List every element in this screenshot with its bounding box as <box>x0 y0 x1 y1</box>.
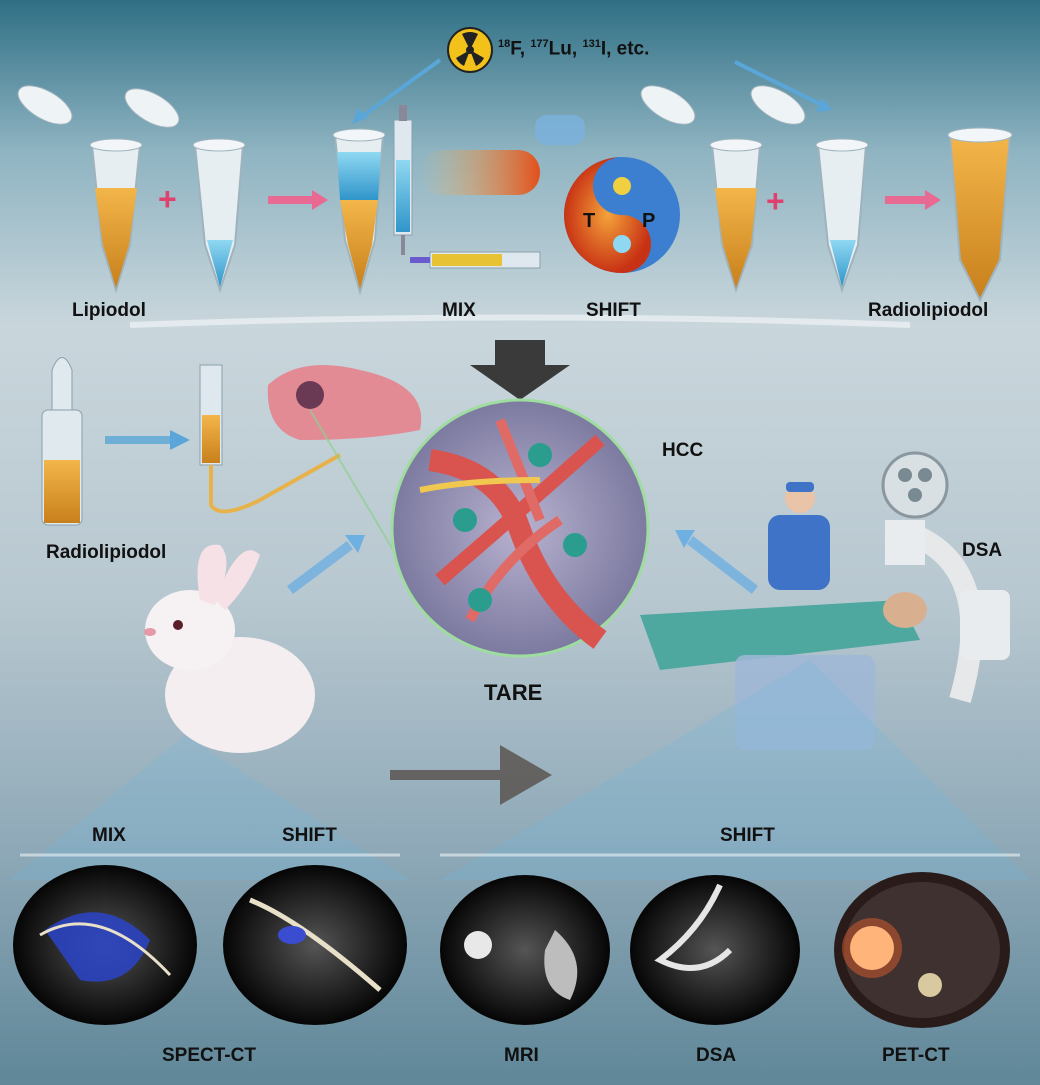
label-dsa-equipment: DSA <box>962 540 1003 561</box>
syringe-vertical <box>393 105 413 255</box>
label-mix-top: MIX <box>442 300 476 321</box>
label-radiolipiodol-left: Radiolipiodol <box>46 542 167 563</box>
label-shift-bottom-right: SHIFT <box>720 825 775 846</box>
label-dsa-scan: DSA <box>696 1045 737 1066</box>
label-mix-bottom: MIX <box>92 825 126 846</box>
isotope-list: 18F, 177Lu, 131I, etc. <box>498 38 650 60</box>
patient-imaging-cone <box>440 660 1030 880</box>
spect-ct-mix-scan <box>13 865 197 1025</box>
label-yinyang-t: T <box>583 210 596 232</box>
dsa-scan <box>630 875 800 1025</box>
label-mri: MRI <box>504 1045 539 1066</box>
lipiodol-tube-2 <box>640 85 763 294</box>
tumor-magnified-view <box>309 398 650 658</box>
rabbit-imaging-cone <box>10 735 410 880</box>
label-yinyang-p: P <box>642 210 656 232</box>
label-shift-bottom-left: SHIFT <box>282 825 337 846</box>
label-hcc: HCC <box>662 440 704 461</box>
aqueous-tube <box>124 88 246 294</box>
radiation-icon <box>447 27 493 73</box>
syringe-horizontal <box>410 251 541 269</box>
lipiodol-tube <box>17 85 143 294</box>
spect-ct-shift-scan <box>223 865 407 1025</box>
pet-ct-scan <box>834 872 1010 1028</box>
syringe-radiolipiodol <box>199 364 341 514</box>
label-radiolipiodol-top: Radiolipiodol <box>868 300 989 321</box>
label-shift-top: SHIFT <box>586 300 641 321</box>
label-spect-ct: SPECT-CT <box>162 1045 256 1066</box>
surgeon <box>768 482 830 590</box>
rabbit <box>144 544 315 753</box>
label-pet-ct: PET-CT <box>882 1045 950 1066</box>
fire-blast <box>420 150 540 195</box>
radiolipiodol-ampoule <box>41 357 83 526</box>
liver <box>267 365 422 440</box>
svg-text:+: + <box>766 183 785 219</box>
ice-blast <box>535 115 585 145</box>
radiolipiodol-tube <box>947 127 1013 303</box>
mixed-tube <box>332 128 386 296</box>
patient-table <box>640 592 927 750</box>
mri-scan <box>440 875 610 1025</box>
aqueous-tube-2 <box>750 85 869 294</box>
surgical-lamp <box>881 451 949 519</box>
down-arrow <box>470 340 570 400</box>
right-arrow <box>390 745 552 805</box>
label-tare: TARE <box>484 680 543 705</box>
label-lipiodol: Lipiodol <box>72 300 146 321</box>
svg-text:+: + <box>158 181 177 217</box>
c-arm-dsa <box>885 519 1010 704</box>
yin-yang-temp-pressure <box>564 157 680 273</box>
